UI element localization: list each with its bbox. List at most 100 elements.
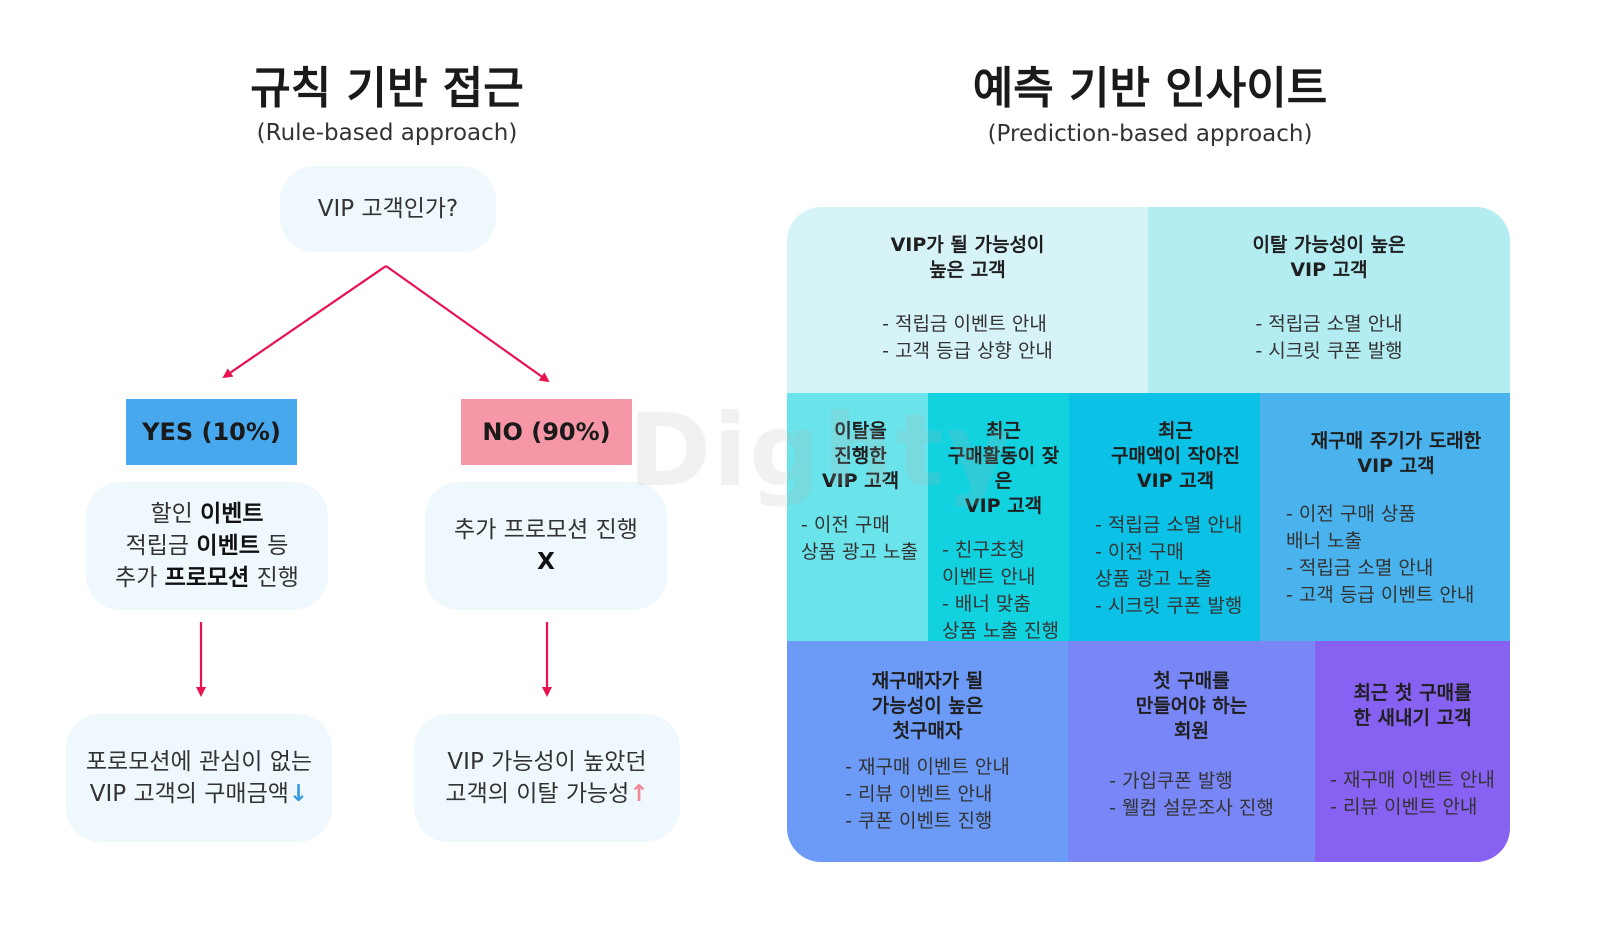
segment-text-line: 한 새내기 고객 xyxy=(1353,707,1472,729)
segment-heading: 첫 구매를 만들어야 하는 회원 xyxy=(1136,669,1248,744)
segment-text-line: - 이전 구매 상품 xyxy=(1286,503,1416,525)
yes-result-node: 포로모션에 관심이 없는 VIP 고객의 구매금액↓ xyxy=(66,714,332,842)
segment-text-line: VIP가 될 가능성이 xyxy=(890,234,1045,256)
prediction-title: 예측 기반 인사이트 xyxy=(972,63,1328,114)
segment-heading: 최근 첫 구매를 한 새내기 고객 xyxy=(1353,681,1471,731)
segment-text-line: - 쿠폰 이벤트 진행 xyxy=(845,810,993,832)
segment-text-line: 이탈을 xyxy=(834,420,887,442)
segment-text-line: - 시크릿 쿠폰 발행 xyxy=(1255,340,1403,362)
segment-declining-vip: 최근 구매액이 작아진 VIP 고객 - 적립금 소멸 안내 - 이전 구매 상… xyxy=(1069,393,1260,641)
segment-text-line: 진행한 xyxy=(834,445,887,467)
segment-text-line: VIP 고객 xyxy=(1357,455,1435,477)
segment-heading: 최근 구매활동이 잦은 VIP 고객 xyxy=(942,419,1065,519)
segment-heading: VIP가 될 가능성이 높은 고객 xyxy=(891,233,1045,283)
segment-text-line: 재구매 주기가 도래한 xyxy=(1310,430,1482,452)
no-tag: NO (90%) xyxy=(461,399,632,465)
segment-active-vip: 최근 구매활동이 잦은 VIP 고객 - 친구초청 이벤트 안내 - 배너 맞춤… xyxy=(928,393,1069,642)
yes-action-text: 진행 xyxy=(249,565,299,591)
segment-actions: - 이전 구매 상품 광고 노출 xyxy=(801,512,920,566)
segment-vip-churn-risk: 이탈 가능성이 높은 VIP 고객 - 적립금 소멸 안내 - 시크릿 쿠폰 발… xyxy=(1148,207,1510,393)
segment-text-line: 이탈 가능성이 높은 xyxy=(1252,234,1406,256)
no-result-line1: VIP 가능성이 높았던 xyxy=(447,749,647,775)
yes-tag-label: YES (10%) xyxy=(142,418,281,446)
segment-text-line: VIP 고객 xyxy=(964,495,1043,517)
segment-text-line: - 이전 구매 xyxy=(801,514,890,536)
yes-action-emphasis: 이벤트 xyxy=(200,501,264,527)
segment-text-line: - 이전 구매 xyxy=(1095,541,1184,563)
segment-text-line: 상품 광고 노출 xyxy=(801,541,918,563)
segment-text-line: VIP 고객 xyxy=(821,470,900,492)
yes-action-node: 할인 이벤트 적립금 이벤트 등 추가 프로모션 진행 xyxy=(86,482,328,610)
segment-new-first-buyer: 최근 첫 구매를 한 새내기 고객 - 재구매 이벤트 안내 - 리뷰 이벤트 … xyxy=(1315,641,1510,862)
segment-heading: 이탈을 진행한 VIP 고객 xyxy=(801,419,920,494)
yes-action-emphasis: 프로모션 xyxy=(164,565,250,591)
segment-text-line: 이벤트 안내 xyxy=(942,566,1036,588)
rule-subtitle: (Rule-based approach) xyxy=(256,120,518,146)
segment-text-line: - 재구매 이벤트 안내 xyxy=(845,756,1010,778)
segment-text-line: - 리뷰 이벤트 안내 xyxy=(1330,796,1478,818)
segment-text-line: 최근 xyxy=(986,420,1021,442)
segment-text-line: 만들어야 하는 xyxy=(1135,695,1248,717)
segment-text-line: - 친구초청 xyxy=(942,539,1025,561)
segment-text-line: 상품 노출 진행 xyxy=(942,620,1059,642)
segment-text-line: - 재구매 이벤트 안내 xyxy=(1330,769,1495,791)
segment-heading: 이탈 가능성이 높은 VIP 고객 xyxy=(1252,233,1405,283)
yes-result-line2: VIP 고객의 구매금액 xyxy=(89,781,289,807)
segment-actions: - 친구초청 이벤트 안내 - 배너 맞춤 상품 노출 진행 xyxy=(942,537,1065,645)
segment-text-line: 구매활동이 잦은 xyxy=(947,445,1060,492)
prediction-subtitle: (Prediction-based approach) xyxy=(987,121,1313,147)
arrow-to-yes xyxy=(222,265,387,379)
segment-text-line: 높은 고객 xyxy=(929,259,1006,281)
segment-text-line: 재구매자가 될 xyxy=(871,670,984,692)
segment-text-line: 배너 노출 xyxy=(1286,530,1362,552)
segment-text-line: - 리뷰 이벤트 안내 xyxy=(845,783,993,805)
yes-action-emphasis: 이벤트 xyxy=(196,533,260,559)
segment-text-line: - 고객 등급 이벤트 안내 xyxy=(1286,584,1475,606)
segment-heading: 최근 구매액이 작아진 VIP 고객 xyxy=(1095,419,1256,494)
segment-actions: - 재구매 이벤트 안내 - 리뷰 이벤트 안내 - 쿠폰 이벤트 진행 xyxy=(845,754,1010,835)
segment-text-line: - 시크릿 쿠폰 발행 xyxy=(1095,595,1243,617)
arrow-down-icon: ↓ xyxy=(288,781,309,807)
segment-text-line: 가능성이 높은 xyxy=(871,695,984,717)
segment-actions: - 적립금 소멸 안내 - 시크릿 쿠폰 발행 xyxy=(1255,311,1402,365)
segment-churned-vip: 이탈을 진행한 VIP 고객 - 이전 구매 상품 광고 노출 xyxy=(787,393,928,641)
arrow-up-icon: ↑ xyxy=(629,781,649,807)
segment-text-line: 첫 구매를 xyxy=(1153,670,1230,692)
no-tag-label: NO (90%) xyxy=(482,418,611,446)
segment-text-line: 최근 xyxy=(1158,420,1193,442)
segment-text-line: - 고객 등급 상향 안내 xyxy=(882,340,1053,362)
segment-actions: - 적립금 소멸 안내 - 이전 구매 상품 광고 노출 - 시크릿 쿠폰 발행 xyxy=(1095,512,1256,620)
no-action-node: 추가 프로모션 진행 X xyxy=(425,482,667,610)
segment-actions: - 적립금 이벤트 안내 - 고객 등급 상향 안내 xyxy=(882,311,1053,365)
segment-text-line: - 적립금 소멸 안내 xyxy=(1095,514,1243,536)
watermark-logo: Dighty xyxy=(628,392,1014,509)
yes-action-text: 추가 xyxy=(115,565,165,591)
yes-action-text: 적립금 xyxy=(125,533,197,559)
segment-text-line: VIP 고객 xyxy=(1136,470,1215,492)
segment-text-line: - 배너 맞춤 xyxy=(942,593,1031,615)
segment-likely-repurchaser: 재구매자가 될 가능성이 높은 첫구매자 - 재구매 이벤트 안내 - 리뷰 이… xyxy=(787,641,1068,862)
no-result-line2: 고객의 이탈 가능성 xyxy=(445,781,630,807)
segment-grid: VIP가 될 가능성이 높은 고객 - 적립금 이벤트 안내 - 고객 등급 상… xyxy=(787,207,1510,862)
segment-text-line: - 적립금 소멸 안내 xyxy=(1286,557,1434,579)
segment-actions: - 이전 구매 상품 배너 노출 - 적립금 소멸 안내 - 고객 등급 이벤트… xyxy=(1286,501,1506,609)
yes-tag: YES (10%) xyxy=(126,399,297,465)
yes-result-line1: 포로모션에 관심이 없는 xyxy=(85,749,313,775)
arrow-to-no xyxy=(385,265,550,383)
segment-vip-likely: VIP가 될 가능성이 높은 고객 - 적립금 이벤트 안내 - 고객 등급 상… xyxy=(787,207,1148,393)
yes-action-text: 등 xyxy=(259,533,289,559)
segment-text-line: - 웰컴 설문조사 진행 xyxy=(1109,797,1274,819)
segment-text-line: 상품 광고 노출 xyxy=(1095,568,1212,590)
no-action-x: X xyxy=(537,549,555,575)
yes-action-text: 할인 xyxy=(150,501,201,527)
segment-repurchase-due-vip: 재구매 주기가 도래한 VIP 고객 - 이전 구매 상품 배너 노출 - 적립… xyxy=(1260,393,1510,641)
segment-actions: - 재구매 이벤트 안내 - 리뷰 이벤트 안내 xyxy=(1330,767,1495,821)
segment-text-line: - 적립금 이벤트 안내 xyxy=(882,313,1047,335)
no-action-text: 추가 프로모션 진행 xyxy=(454,517,638,543)
segment-heading: 재구매자가 될 가능성이 높은 첫구매자 xyxy=(872,669,984,744)
segment-text-line: - 가입쿠폰 발행 xyxy=(1109,770,1233,792)
vip-question-text: VIP 고객인가? xyxy=(317,196,459,222)
flow-arrows xyxy=(196,265,552,697)
rule-title: 규칙 기반 접근 xyxy=(250,63,524,114)
segment-first-purchase-needed: 첫 구매를 만들어야 하는 회원 - 가입쿠폰 발행 - 웰컴 설문조사 진행 xyxy=(1068,641,1315,862)
